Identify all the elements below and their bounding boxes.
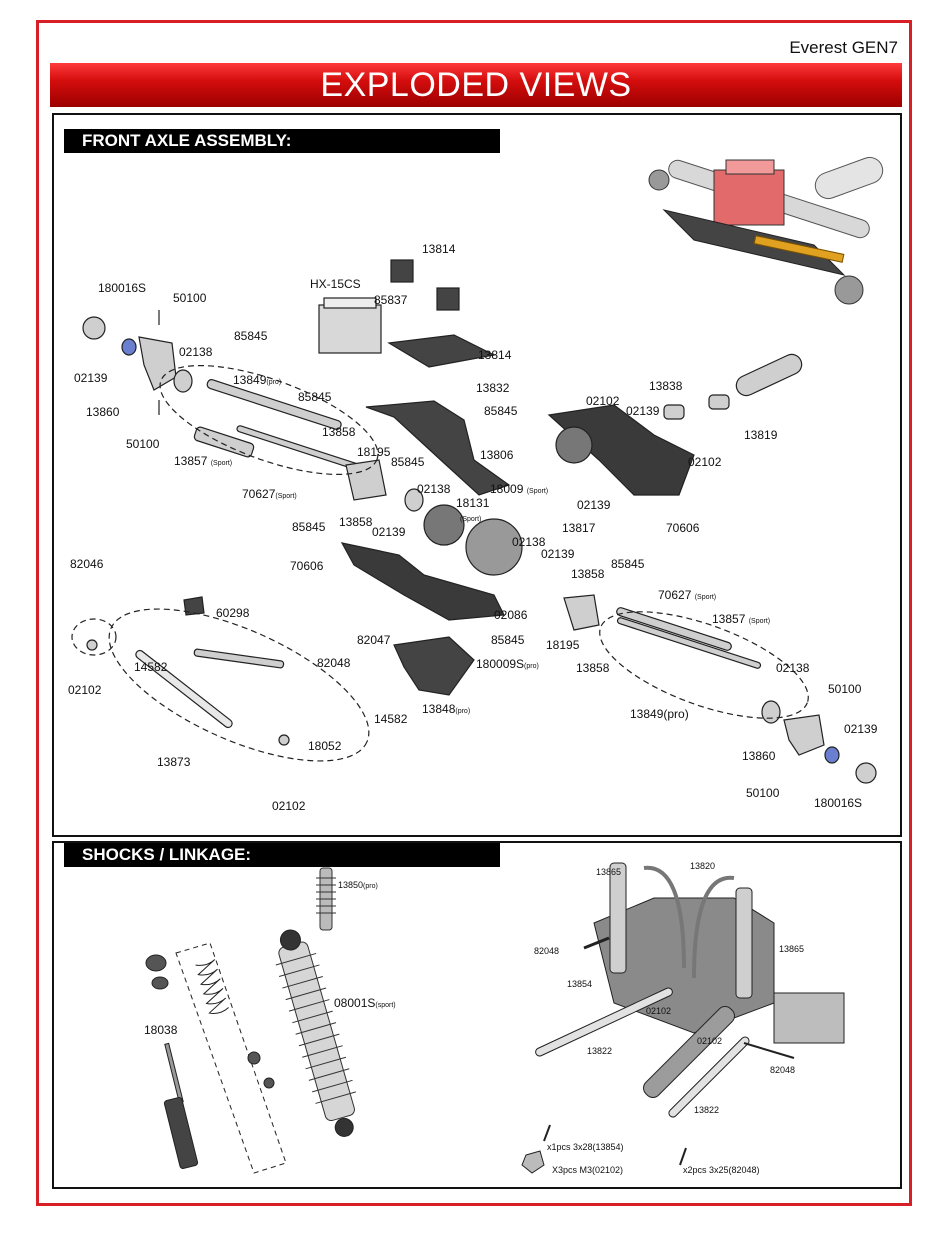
- section-header-shocks: SHOCKS / LINKAGE:: [64, 843, 500, 867]
- label-13814-mid: 13814: [478, 348, 512, 362]
- label-13822-lower: 13822: [694, 1105, 720, 1115]
- shocks-diagram: [145, 862, 845, 1174]
- label-85845-g: 85845: [491, 633, 525, 647]
- label-13838: 13838: [649, 379, 683, 393]
- group-outlines: [71, 364, 809, 762]
- label-18009-sport: 18009 (Sport): [490, 482, 549, 496]
- label-82048-front: 82048: [317, 656, 351, 670]
- label-70606-b: 70606: [290, 559, 324, 573]
- label-85837: 85837: [374, 293, 408, 307]
- label-13849-pro: 13849(pro): [233, 373, 282, 387]
- label-18052: 18052: [308, 739, 342, 753]
- label-02102-right: 02102: [697, 1036, 723, 1046]
- label-02102-center: 02102: [646, 1006, 672, 1016]
- page-border: [36, 20, 912, 1206]
- label-85845-b: 85845: [298, 390, 332, 404]
- linkage-assembly-image: [535, 862, 845, 1118]
- label-13806: 13806: [480, 448, 514, 462]
- label-18131-sport: 18131(Sport): [456, 496, 490, 523]
- label-13857-sport-a: 13857 (Sport): [174, 454, 233, 468]
- label-13865-right: 13865: [779, 944, 805, 954]
- label-02138-c: 02138: [512, 535, 546, 549]
- pro-shock-image: [316, 867, 336, 931]
- label-02086: 02086: [494, 608, 528, 622]
- label-02102-a: 02102: [586, 394, 620, 408]
- hardware-item-2: X3pcs M3(02102): [552, 1165, 624, 1175]
- label-70606-a: 70606: [666, 521, 700, 535]
- section-header-front-axle: FRONT AXLE ASSEMBLY:: [64, 129, 500, 153]
- front-axle-panel: FRONT AXLE ASSEMBLY:: [52, 113, 902, 837]
- label-13857-sport-b: 13857 (Sport): [712, 612, 771, 626]
- label-85845-c: 85845: [484, 404, 518, 418]
- label-14582-a: 14582: [134, 660, 168, 674]
- label-02138-d: 02138: [776, 661, 810, 675]
- sport-shock-image: [275, 929, 356, 1137]
- label-85845-d: 85845: [391, 455, 425, 469]
- hardware-icons: [521, 1124, 687, 1174]
- label-14582-b: 14582: [374, 712, 408, 726]
- hardware-item-3: x2pcs 3x25(82048): [683, 1165, 760, 1175]
- label-13822-left: 13822: [587, 1046, 613, 1056]
- label-02102-c: 02102: [68, 683, 102, 697]
- hardware-item-1: x1pcs 3x28(13854): [547, 1142, 624, 1152]
- shock-parts-outline: [175, 942, 287, 1174]
- label-hx15cs: HX-15CS: [310, 277, 361, 291]
- label-180016s-left: 180016S: [98, 281, 147, 295]
- label-13814-top: 13814: [422, 242, 456, 256]
- label-13832: 13832: [476, 381, 510, 395]
- banner-title: EXPLODED VIEWS: [50, 63, 902, 107]
- shocks-linkage-panel: SHOCKS / LINKAGE:: [52, 841, 902, 1189]
- label-13860-b: 13860: [742, 749, 776, 763]
- label-13865-left: 13865: [596, 867, 622, 877]
- assembled-axle-image: [648, 156, 884, 305]
- label-82046: 82046: [70, 557, 104, 571]
- label-13819: 13819: [744, 428, 778, 442]
- label-13858-d: 13858: [576, 661, 610, 675]
- label-82047: 82047: [357, 633, 391, 647]
- label-02138-b: 02138: [417, 482, 451, 496]
- label-13849pro-b: 13849(pro): [630, 707, 689, 721]
- label-70627-sport-a: 70627(Sport): [242, 487, 297, 501]
- label-13860-a: 13860: [86, 405, 120, 419]
- label-02139-d: 02139: [372, 525, 406, 539]
- label-18038: 18038: [144, 1023, 178, 1037]
- label-13858-b: 13858: [339, 515, 373, 529]
- label-13858-c: 13858: [571, 567, 605, 581]
- label-50100-c: 50100: [828, 682, 862, 696]
- label-70627-sport-b: 70627 (Sport): [658, 588, 717, 602]
- label-85845-a: 85845: [234, 329, 268, 343]
- label-02139-c: 02139: [577, 498, 611, 512]
- label-82048-right: 82048: [770, 1065, 796, 1075]
- label-50100-b: 50100: [126, 437, 160, 451]
- label-82048-left: 82048: [534, 946, 560, 956]
- label-85845-e: 85845: [292, 520, 326, 534]
- label-13817: 13817: [562, 521, 596, 535]
- front-axle-diagram: [71, 156, 884, 784]
- label-180016s-right: 180016S: [814, 796, 863, 810]
- label-13848-pro: 13848(pro): [422, 702, 471, 716]
- label-02139-b: 02139: [626, 404, 660, 418]
- shock-parts: [145, 954, 275, 1170]
- label-13820: 13820: [690, 861, 716, 871]
- label-02139-f: 02139: [844, 722, 878, 736]
- label-60298: 60298: [216, 606, 250, 620]
- label-18195-b: 18195: [546, 638, 580, 652]
- label-50100-d: 50100: [746, 786, 780, 800]
- label-02139-a: 02139: [74, 371, 108, 385]
- label-50100-top: 50100: [173, 291, 207, 305]
- label-08001s-sport: 08001S(sport): [334, 996, 396, 1010]
- label-18195-a: 18195: [357, 445, 391, 459]
- label-85845-f: 85845: [611, 557, 645, 571]
- label-02139-e: 02139: [541, 547, 575, 561]
- label-13858-a: 13858: [322, 425, 356, 439]
- label-02102-d: 02102: [272, 799, 306, 813]
- label-13873: 13873: [157, 755, 191, 769]
- label-02138-a: 02138: [179, 345, 213, 359]
- label-13854: 13854: [567, 979, 593, 989]
- exploded-parts: [82, 259, 877, 784]
- label-02102-b: 02102: [688, 455, 722, 469]
- label-180009s-pro: 180009S(pro): [476, 657, 539, 671]
- document-title: Everest GEN7: [789, 38, 898, 57]
- label-13850-pro: 13850(pro): [338, 880, 378, 890]
